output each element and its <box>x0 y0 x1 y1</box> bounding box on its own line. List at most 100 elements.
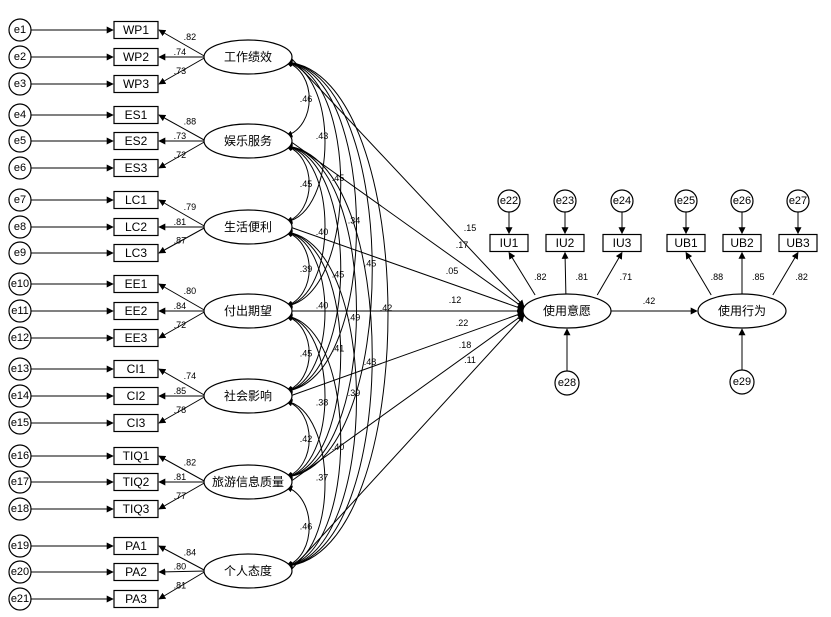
error-circle <box>610 189 634 213</box>
error-label: e14 <box>11 390 29 402</box>
loading-label: .81 <box>174 217 187 227</box>
error-circle <box>8 534 32 558</box>
loading-label: .85 <box>752 272 765 282</box>
path-coefficient-label: .11 <box>464 355 476 365</box>
correlation-label: .42 <box>300 434 313 444</box>
loading-label: .77 <box>174 491 187 501</box>
indicator-box <box>113 562 159 582</box>
indicator-label: CI3 <box>127 416 146 430</box>
error-circle <box>8 72 32 96</box>
correlation-arc <box>285 229 357 569</box>
correlation-label: .40 <box>332 442 345 452</box>
latent-label: 付出期望 <box>224 304 272 318</box>
indicator-label: ES3 <box>125 161 148 175</box>
correlation-arc <box>285 485 310 568</box>
indicator-label: LC2 <box>125 220 147 234</box>
error-circle <box>8 470 32 494</box>
loading-label: .79 <box>184 202 197 212</box>
latent-label: 娱乐服务 <box>224 133 272 148</box>
error-label: e13 <box>11 363 29 375</box>
loading-label: .73 <box>174 131 187 141</box>
latent-ellipse <box>203 39 293 75</box>
path-coefficient-label: .18 <box>459 340 472 350</box>
loading-label: .84 <box>184 547 197 557</box>
indicator-label: PA3 <box>125 592 147 606</box>
correlation-arc <box>285 143 373 569</box>
indicator-label: IU3 <box>613 236 632 250</box>
error-circle <box>8 444 32 468</box>
loading-label: .81 <box>575 272 588 282</box>
indicator-label: EE3 <box>125 331 148 345</box>
indicator-label: IU2 <box>556 236 575 250</box>
indicator-box <box>113 158 159 178</box>
error-circle <box>8 188 32 212</box>
error-circle <box>8 384 32 408</box>
correlation-label: .41 <box>332 344 345 354</box>
coefficient-labels: .82.74.73.88.73.72.79.81.87.80.84.72.74.… <box>174 32 808 590</box>
correlation-arc <box>285 230 310 308</box>
path-coefficient-label: .17 <box>456 240 469 250</box>
correlation-arc <box>285 143 342 394</box>
correlation-arc <box>285 399 310 479</box>
correlation-arc <box>285 229 342 480</box>
correlation-label: .46 <box>300 94 313 104</box>
indicator-box <box>113 74 159 94</box>
indicator-label: ES2 <box>125 134 148 148</box>
path-coefficient-label: .22 <box>456 318 469 328</box>
indicator-box <box>113 472 159 492</box>
indicator-label: TIQ3 <box>123 502 150 516</box>
latent-ellipse <box>522 293 612 329</box>
indicator-label: WP3 <box>123 77 149 91</box>
indicator-label: CI2 <box>127 389 146 403</box>
indicator-label: UB3 <box>786 236 810 250</box>
structural-path-arrow <box>289 226 525 311</box>
diagram-nodes: 工作绩效WP1e1WP2e2WP3e3娱乐服务ES1e4ES2e5ES3e6生活… <box>8 18 818 611</box>
indicator-box <box>113 217 159 237</box>
loading-arrow <box>596 251 623 296</box>
loading-label: .81 <box>174 472 187 482</box>
error-circle <box>8 560 32 584</box>
correlation-label: .42 <box>380 303 393 313</box>
loading-arrow <box>158 199 207 228</box>
loading-label: .71 <box>620 272 633 282</box>
indicator-box <box>113 301 159 321</box>
indicator-box <box>113 499 159 519</box>
loading-arrow <box>158 114 207 142</box>
error-label: e16 <box>11 450 29 462</box>
latent-ellipse <box>697 293 787 329</box>
correlation-label: .38 <box>316 398 329 408</box>
loading-label: .72 <box>174 320 187 330</box>
latent-label: 生活便利 <box>224 220 272 234</box>
indicator-box <box>113 446 159 466</box>
error-label: e8 <box>14 221 26 233</box>
structural-path-arrow <box>289 140 525 309</box>
loading-label: .78 <box>174 405 187 415</box>
loading-arrow <box>158 395 207 424</box>
error-label: e18 <box>11 503 29 515</box>
indicator-label: LC1 <box>125 193 147 207</box>
indicator-label: TIQ2 <box>123 475 150 489</box>
error-circle <box>497 189 521 213</box>
correlation-arc <box>285 314 310 393</box>
loading-arrow <box>158 368 207 397</box>
indicator-label: IU1 <box>500 236 519 250</box>
indicator-box <box>113 386 159 406</box>
latent-label: 旅游信息质量 <box>212 474 284 489</box>
error-circle <box>786 189 810 213</box>
correlation-arc <box>285 313 326 480</box>
correlation-arc <box>285 143 326 309</box>
indicator-box <box>545 233 585 253</box>
loading-label: .82 <box>795 272 808 282</box>
loading-arrow <box>158 570 207 600</box>
indicator-label: EE2 <box>125 304 148 318</box>
loading-label: .74 <box>184 371 197 381</box>
error-label: e21 <box>11 593 29 605</box>
error-label: e26 <box>733 195 751 207</box>
error-circle <box>8 326 32 350</box>
indicator-box <box>113 190 159 210</box>
indicator-label: UB2 <box>730 236 754 250</box>
indicator-box <box>113 20 159 40</box>
path-coefficient-label: .12 <box>449 295 462 305</box>
structural-path-arrow <box>289 314 525 572</box>
indicator-box <box>113 47 159 67</box>
